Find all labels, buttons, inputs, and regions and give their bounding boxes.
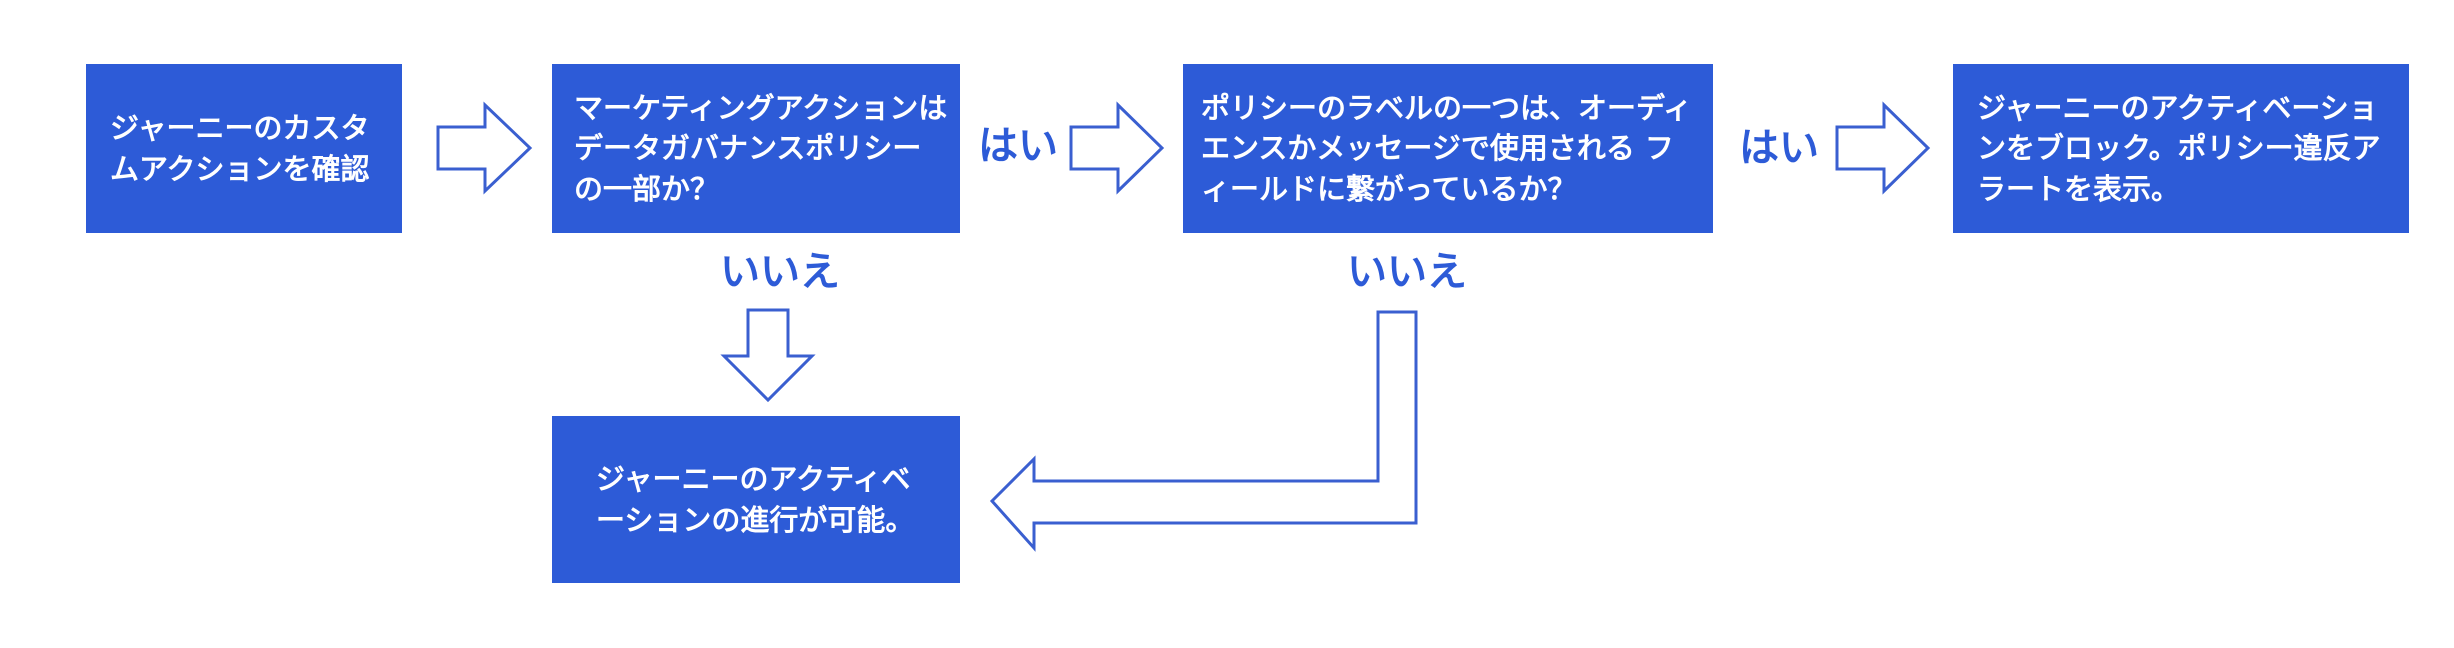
arrow-decision1-yes (1069, 101, 1165, 195)
arrow-start-to-decision1 (436, 101, 533, 195)
proceed-node-text: ジャーニーのアクティベ ーションの進行が可能。 (596, 462, 915, 537)
no-label-1: いいえ (720, 249, 840, 295)
yes-label-2: はい (1739, 125, 1819, 171)
block-node-text: ジャーニーのアクティベーショ ンをブロック。ポリシー違反ア ラートを表示。 (1977, 91, 2381, 206)
proceed-node: ジャーニーのアクティベ ーションの進行が可能。 (552, 416, 960, 583)
start-node: ジャーニーのカスタ ムアクションを確認 (86, 64, 402, 233)
start-node-text: ジャーニーのカスタ ムアクションを確認 (110, 111, 370, 186)
arrow-decision2-no (989, 310, 1418, 552)
arrow-decision2-yes (1835, 101, 1931, 195)
decision1-node: マーケティングアクションは データガバナンスポリシー の一部か？ (552, 64, 960, 233)
arrow-decision1-no (720, 308, 816, 403)
decision1-node-text: マーケティングアクションは データガバナンスポリシー の一部か？ (574, 91, 948, 206)
decision2-node: ポリシーのラベルの一つは、オーディ エンスかメッセージで使用される フ ィールド… (1183, 64, 1713, 233)
yes-label-1: はい (978, 123, 1058, 169)
no-label-2: いいえ (1347, 249, 1467, 295)
decision2-node-text: ポリシーのラベルの一つは、オーディ エンスかメッセージで使用される フ ィールド… (1201, 91, 1692, 206)
block-node: ジャーニーのアクティベーショ ンをブロック。ポリシー違反ア ラートを表示。 (1953, 64, 2409, 233)
